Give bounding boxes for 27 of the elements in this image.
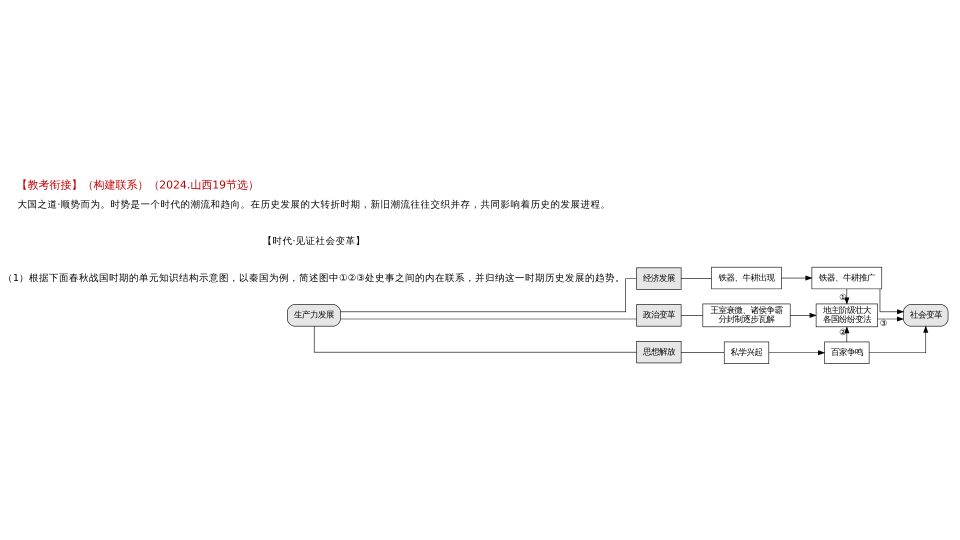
arrow (879, 288, 904, 314)
node-box: 铁器、牛耕推广 (811, 266, 882, 289)
label: （1）根据下面春秋战国时期的单元知识结构示意图，以秦国为例，简述图中①②③处史事之间的内在联系，并归纳这一时期历史发展的趋势。 (2, 272, 624, 284)
diagram-title: 【教考衔接】（构建联系）（2024.山西19节选） (16, 178, 259, 191)
arrow (768, 350, 825, 355)
node-box: 思想解放 (636, 340, 681, 363)
label: 【时代·见证社会变革】 (262, 236, 365, 247)
connector (340, 278, 636, 312)
node-box: 生产力发展 (286, 304, 340, 326)
node-box: 铁器、牛耕出现 (710, 266, 782, 289)
arrow (789, 312, 816, 318)
edge-label: ① (838, 292, 846, 302)
node-box: 政治变革 (636, 304, 681, 326)
node-box: 地主阶级壮大 各国纷纷变法 (815, 303, 878, 327)
arrow (868, 324, 928, 353)
node-box: 经济发展 (636, 266, 681, 290)
node-box: 私学兴起 (723, 341, 769, 364)
edge-label: ③ (879, 317, 887, 328)
node-box: 百家争鸣 (824, 341, 869, 364)
connector (680, 314, 702, 316)
connector (313, 326, 636, 352)
node-box: 社会变革 (902, 304, 948, 326)
node-box: 王室衰微、诸侯争霸 分封制逐步瓦解 (702, 303, 790, 327)
arrow (876, 316, 904, 322)
arrow (780, 275, 812, 280)
connector (340, 318, 636, 319)
label: 大国之道·顺势而为。时势是一个时代的潮流和趋向。在历史发展的大转折时期，新旧潮流往往交织并存，共同影响着历史的发展进程。 (16, 198, 610, 210)
